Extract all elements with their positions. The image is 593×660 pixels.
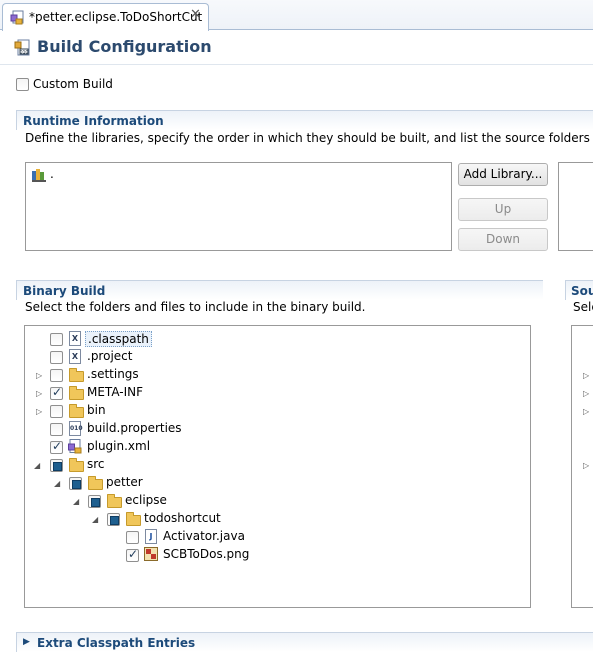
source-folders-list[interactable] — [558, 162, 593, 251]
plugin-manifest-icon — [10, 10, 24, 25]
tree-item-checkbox[interactable] — [50, 385, 63, 400]
library-icon — [32, 169, 46, 182]
up-button[interactable]: Up — [458, 198, 548, 221]
editor-tab-label: *petter.eclipse.ToDoShortCut — [29, 10, 203, 24]
tree-item-activator-java[interactable]: J Activator.java — [25, 528, 530, 546]
tree-item-checkbox[interactable] — [50, 405, 63, 418]
editor-tab[interactable]: *petter.eclipse.ToDoShortCut ✕ — [2, 3, 209, 31]
tree-item-label[interactable]: .project — [87, 349, 133, 363]
chevron-right-icon[interactable]: ▷ — [583, 371, 590, 380]
tree-item-petter[interactable]: ◢ petter — [25, 474, 530, 492]
library-item-label[interactable]: . — [50, 167, 54, 181]
tree-item-checkbox[interactable] — [50, 333, 63, 346]
page-title: Build Configuration — [37, 37, 212, 56]
binary-build-section: Binary Build — [16, 280, 543, 300]
x-file-icon: X — [69, 349, 81, 364]
tree-item-checkbox[interactable] — [126, 531, 139, 544]
tree-item-meta-inf[interactable]: ▷ META-INF — [25, 384, 530, 402]
tree-item-checkbox[interactable] — [69, 477, 82, 490]
custom-build-label: Custom Build — [33, 77, 113, 91]
tree-item-project[interactable]: X .project — [25, 348, 530, 366]
source-build-description: Sele — [573, 300, 593, 314]
tree-item-settings[interactable]: ▷ .settings — [25, 366, 530, 384]
x-file-icon: X — [69, 331, 81, 346]
open-folder-icon — [69, 458, 84, 472]
source-build-section: Sour — [565, 280, 593, 300]
chevron-right-icon[interactable]: ▷ — [36, 371, 43, 380]
tree-item-label[interactable]: META-INF — [87, 385, 144, 399]
custom-build-checkbox[interactable] — [16, 78, 29, 91]
tree-item-checkbox[interactable] — [50, 351, 63, 364]
properties-file-icon: 010 — [69, 421, 83, 436]
runtime-information-title: Runtime Information — [23, 114, 164, 128]
tree-item-label[interactable]: Activator.java — [163, 529, 245, 543]
down-button[interactable]: Down — [458, 228, 548, 251]
close-icon[interactable]: ✕ — [190, 7, 201, 22]
chevron-right-icon[interactable]: ▷ — [36, 389, 43, 398]
chevron-down-icon[interactable]: ◢ — [73, 497, 80, 506]
runtime-description: Define the libraries, specify the order … — [25, 131, 593, 145]
tree-item-label[interactable]: petter — [106, 475, 143, 489]
tree-item-label[interactable]: build.properties — [87, 421, 182, 435]
tree-item-label[interactable]: SCBToDos.png — [163, 547, 250, 561]
folder-icon — [69, 404, 84, 418]
editor-tab-strip: *petter.eclipse.ToDoShortCut ✕ — [0, 0, 593, 31]
chevron-right-icon[interactable]: ▶ — [23, 637, 30, 647]
chevron-right-icon[interactable]: ▷ — [583, 389, 590, 398]
extra-classpath-section[interactable]: ▶ Extra Classpath Entries — [16, 632, 593, 652]
tree-item-plugin-xml[interactable]: plugin.xml — [25, 438, 530, 456]
chevron-right-icon[interactable]: ▷ — [583, 407, 590, 416]
open-folder-icon — [126, 512, 141, 526]
tree-item-checkbox[interactable] — [126, 547, 139, 562]
tree-item-label[interactable]: .settings — [87, 367, 139, 381]
svg-text:010: 010 — [20, 50, 29, 56]
binary-build-description: Select the folders and files to include … — [25, 300, 366, 314]
chevron-right-icon[interactable]: ▷ — [36, 407, 43, 416]
build-configuration-icon: 010 — [14, 39, 30, 56]
tree-item-label[interactable]: plugin.xml — [87, 439, 151, 453]
open-folder-icon — [88, 476, 103, 490]
tree-item-scbtodos-png[interactable]: SCBToDos.png — [25, 546, 530, 564]
source-build-tree[interactable]: ▷ ▷ ▷ ▷ — [571, 325, 593, 608]
tree-item-label[interactable]: eclipse — [125, 493, 167, 507]
plugin-xml-icon — [68, 439, 82, 454]
tree-item-label[interactable]: bin — [87, 403, 106, 417]
image-file-icon — [144, 547, 158, 561]
library-list[interactable]: . — [25, 162, 452, 251]
tree-item-src[interactable]: ◢ src — [25, 456, 530, 474]
tree-item-classpath[interactable]: X .classpath — [25, 330, 530, 348]
tree-item-todoshortcut[interactable]: ◢ todoshortcut — [25, 510, 530, 528]
tree-item-checkbox[interactable] — [88, 495, 101, 508]
chevron-down-icon[interactable]: ◢ — [34, 461, 41, 470]
chevron-right-icon[interactable]: ▷ — [583, 461, 590, 470]
binary-build-tree[interactable]: X .classpath X .project ▷ .settings ▷ ME… — [24, 325, 531, 608]
tree-item-bin[interactable]: ▷ bin — [25, 402, 530, 420]
folder-icon — [69, 368, 84, 382]
extra-classpath-title[interactable]: Extra Classpath Entries — [37, 636, 196, 650]
tree-item-checkbox[interactable] — [50, 459, 63, 472]
tree-item-checkbox[interactable] — [50, 439, 63, 454]
tree-item-eclipse[interactable]: ◢ eclipse — [25, 492, 530, 510]
source-build-title: Sour — [571, 284, 593, 298]
chevron-down-icon[interactable]: ◢ — [92, 515, 99, 524]
tree-item-label[interactable]: todoshortcut — [144, 511, 221, 525]
folder-icon — [69, 386, 84, 400]
tree-item-build-properties[interactable]: 010 build.properties — [25, 420, 530, 438]
tree-item-checkbox[interactable] — [107, 513, 120, 526]
open-folder-icon — [107, 494, 122, 508]
runtime-information-section: Runtime Information — [16, 110, 593, 130]
tree-item-checkbox[interactable] — [50, 423, 63, 436]
tree-item-label[interactable]: src — [87, 457, 105, 471]
add-library-button[interactable]: Add Library... — [458, 163, 548, 186]
tree-item-checkbox[interactable] — [50, 369, 63, 382]
header-divider — [0, 64, 593, 65]
tree-item-label[interactable]: .classpath — [85, 331, 152, 347]
chevron-down-icon[interactable]: ◢ — [54, 479, 61, 488]
java-file-icon: J — [145, 529, 157, 544]
binary-build-title: Binary Build — [23, 284, 106, 298]
